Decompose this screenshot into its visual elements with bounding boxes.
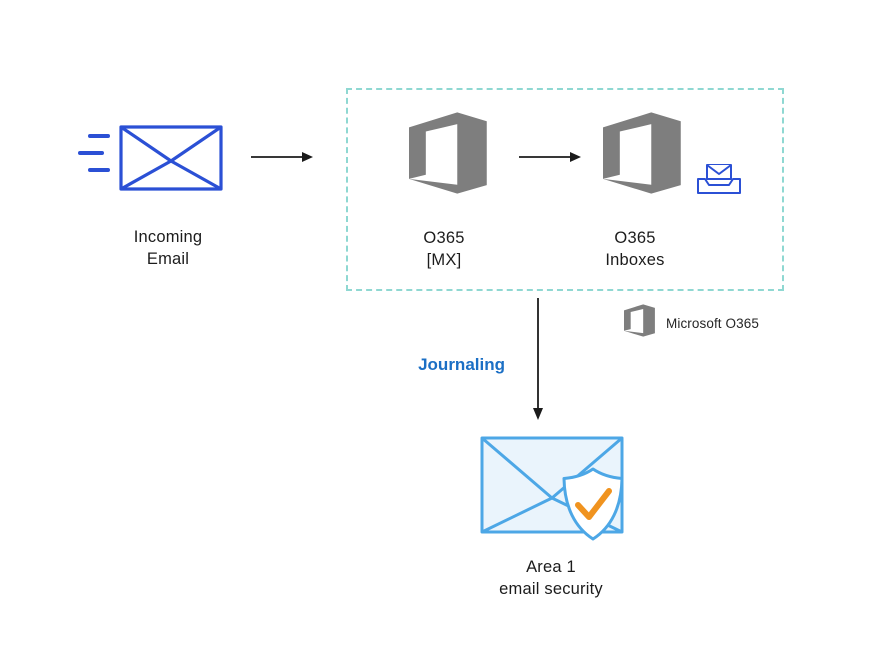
flow-arrow-right-icon [251,152,313,162]
o365-mx-label: O365 [MX] [384,227,504,271]
o365-inboxes-label: O365 Inboxes [575,227,695,271]
area1-label: Area 1 email security [478,556,624,600]
o365-boundary-box [346,88,784,291]
inbox-mail-icon [697,164,741,194]
incoming-email-label: Incoming Email [98,226,238,270]
shield-check-icon [562,467,624,541]
flow-arrow-right-icon [519,152,581,162]
journaling-arrow-icon [533,298,543,420]
label-line: Email [146,250,190,269]
label-line: Area 1 [526,558,576,576]
label-line: [MX] [426,251,462,270]
label-line: O365 [614,229,656,247]
label-line: Incoming [133,228,203,246]
area1-envelope-icon [480,436,624,534]
speed-line-icon [88,134,110,138]
speed-line-icon [78,151,104,155]
office-365-logo-icon [603,112,681,194]
label-line: O365 [423,229,465,247]
label-line: Inboxes [605,251,665,270]
label-line: email security [499,580,603,599]
speed-line-icon [88,168,110,172]
legend-label: Microsoft O365 [666,316,759,331]
legend-office-365-logo-icon [624,304,655,337]
office-365-logo-icon [409,112,487,194]
incoming-envelope-icon [119,125,223,191]
journaling-label: Journaling [418,355,505,374]
